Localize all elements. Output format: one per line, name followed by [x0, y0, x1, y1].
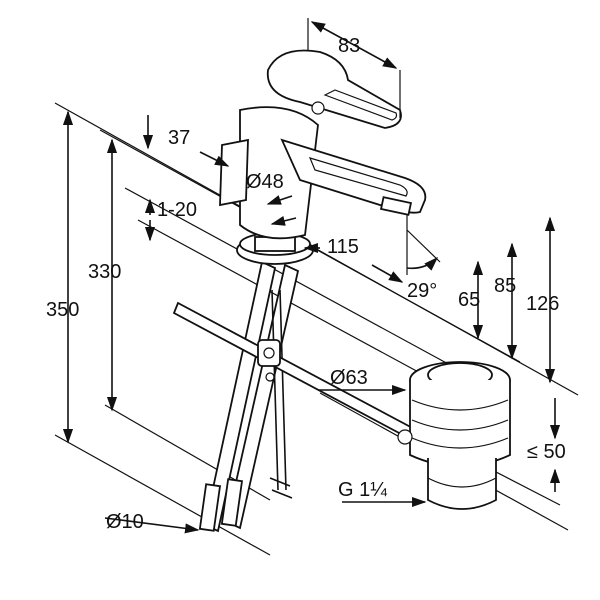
- dim-diameter-48: Ø48: [246, 171, 284, 193]
- dim-350: 350: [46, 299, 79, 321]
- faucet-body: [219, 49, 427, 240]
- dim-115: 115: [327, 236, 359, 258]
- dimension-labels: 83 37 Ø48 1-20 115 29° 330 350 65 85 126…: [46, 35, 566, 533]
- reference-lines: [54, 102, 579, 556]
- supply-hoses: [198, 260, 300, 533]
- dim-126: 126: [526, 293, 559, 315]
- dim-angle-29: 29°: [407, 280, 437, 302]
- pull-rod: [172, 301, 422, 444]
- dim-1-20: 1-20: [157, 199, 197, 221]
- dim-le-50: ≤ 50: [527, 441, 566, 463]
- dim-diameter-63: Ø63: [330, 367, 368, 389]
- dim-diameter-10: Ø10: [106, 511, 144, 533]
- dim-85: 85: [494, 275, 516, 297]
- dim-330: 330: [88, 261, 121, 283]
- dimension-lines: [62, 18, 561, 534]
- dim-thread-g: G 1¼: [338, 479, 387, 501]
- popup-waste: [397, 361, 511, 510]
- dim-83: 83: [338, 35, 360, 57]
- dim-65: 65: [458, 289, 480, 311]
- dim-37: 37: [168, 127, 190, 149]
